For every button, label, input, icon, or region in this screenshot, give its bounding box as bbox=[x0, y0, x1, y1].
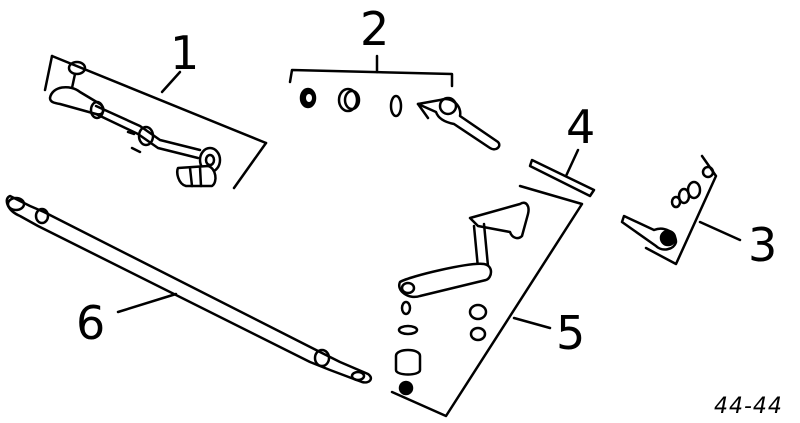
part-1-clamp-left bbox=[89, 100, 105, 120]
part-2-idler-arm-kit bbox=[288, 54, 501, 151]
part-2-stud bbox=[416, 102, 430, 120]
part-1-clamp-bolt bbox=[126, 130, 142, 154]
figure-code: 44-44 bbox=[714, 394, 783, 419]
part-2-bracket bbox=[288, 68, 454, 88]
part-6-center-link bbox=[5, 194, 373, 384]
callout-2: 2 bbox=[360, 2, 390, 56]
part-2-washer-hole bbox=[306, 94, 312, 102]
callout-6: 6 bbox=[76, 296, 106, 350]
part-3-outer-tie-rod bbox=[620, 154, 742, 266]
callout-3: 3 bbox=[748, 218, 778, 272]
callout-4: 4 bbox=[566, 100, 596, 154]
part-6-collar-left bbox=[34, 207, 50, 225]
part-3-washer-c bbox=[670, 195, 682, 209]
part-5-washer bbox=[397, 324, 419, 336]
part-1-clamp-mid bbox=[137, 125, 155, 147]
part-6-end-right bbox=[350, 370, 366, 382]
part-1-ball-stud bbox=[67, 60, 87, 76]
part-5-arm-lower bbox=[397, 262, 493, 299]
part-3-nut bbox=[701, 165, 715, 179]
part-1-housing bbox=[48, 85, 105, 116]
part-5-pitman-arm bbox=[390, 184, 584, 418]
part-5-arm-eye bbox=[400, 281, 416, 295]
part-1-bracket-top bbox=[50, 54, 268, 145]
part-1-leader bbox=[160, 70, 182, 94]
part-3-washer-b bbox=[677, 187, 691, 205]
part-1-stud-shaft bbox=[70, 72, 77, 90]
part-4-sleeve bbox=[528, 148, 596, 198]
part-5-leader bbox=[512, 316, 552, 330]
part-5-bushing-right-lower bbox=[469, 326, 487, 342]
part-2-idler-arm bbox=[416, 97, 501, 151]
part-1-bracket-right bbox=[232, 141, 268, 190]
part-3-ball bbox=[659, 229, 677, 247]
part-2-bushing bbox=[337, 87, 359, 113]
part-6-leader bbox=[116, 292, 178, 314]
part-1-tie-rod-end bbox=[43, 54, 268, 190]
part-1-shaft bbox=[94, 104, 202, 152]
part-5-bracket bbox=[390, 184, 584, 418]
part-4-leader bbox=[564, 148, 580, 178]
part-5-cotter bbox=[400, 300, 412, 316]
part-5-nut bbox=[398, 380, 414, 396]
part-6-collar-right bbox=[313, 348, 331, 368]
callout-1: 1 bbox=[170, 26, 200, 80]
part-5-mount bbox=[468, 201, 530, 240]
part-5-arm-vertical bbox=[472, 222, 490, 270]
part-2-arm-pivot bbox=[438, 96, 458, 116]
part-5-bushing-right bbox=[468, 303, 488, 321]
part-1-sleeve-inner bbox=[204, 153, 216, 167]
part-2-bushing-inner bbox=[343, 89, 361, 111]
part-2-seal bbox=[389, 94, 403, 118]
callout-5: 5 bbox=[556, 306, 586, 360]
part-1-shaft-lower bbox=[94, 112, 200, 160]
part-1-boot bbox=[176, 164, 217, 188]
part-1-bracket bbox=[43, 54, 54, 92]
part-5-grommet bbox=[394, 348, 422, 376]
part-4-rod bbox=[528, 158, 596, 198]
part-1-boot-ribs bbox=[188, 165, 203, 188]
part-6-end-left bbox=[6, 196, 26, 212]
part-3-leader bbox=[698, 220, 742, 242]
